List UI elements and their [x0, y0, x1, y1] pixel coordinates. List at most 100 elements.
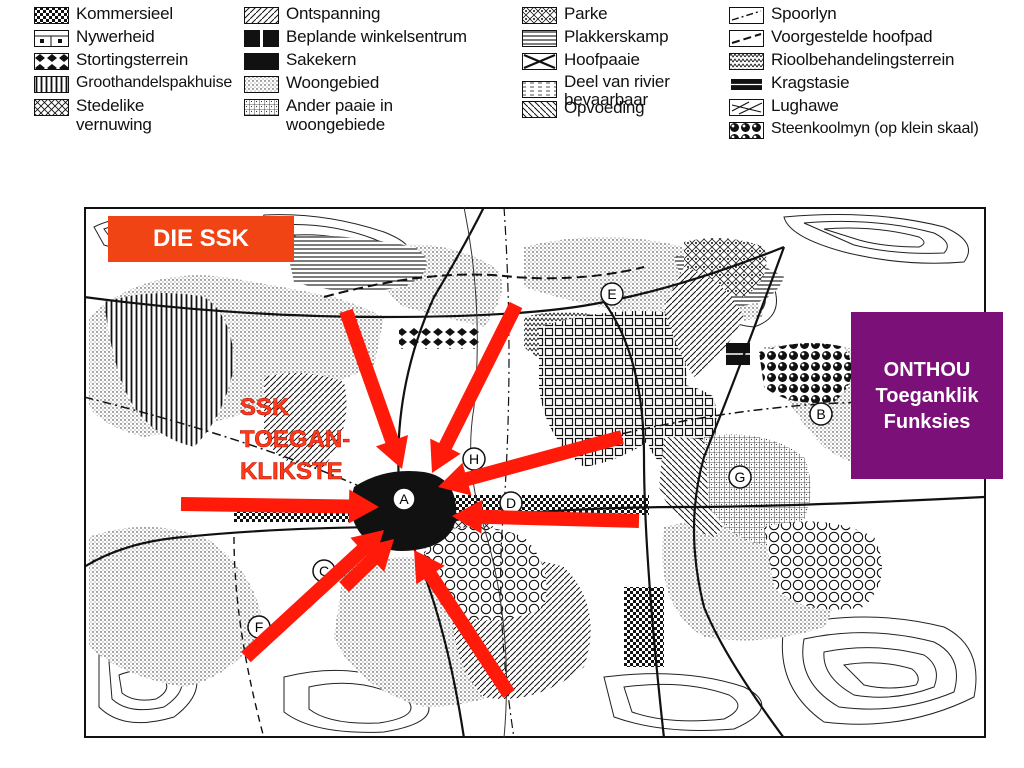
legend-label-line1: Stedelike	[76, 96, 145, 115]
airport-icon	[729, 99, 764, 116]
small-grid-icon	[244, 99, 279, 116]
legend-label: Nywerheid	[76, 27, 155, 46]
park-icon	[522, 7, 557, 24]
legend-item-hoofpaaie: Hoofpaaie	[522, 50, 670, 73]
commercial-strip-south	[624, 587, 664, 667]
svg-text:G: G	[735, 469, 746, 485]
legend-item-plakkerskamp: Plakkerskamp	[522, 27, 670, 50]
legend-label: Stortingsterrein	[76, 50, 189, 69]
legend-item-ontspanning: Ontspanning	[244, 4, 467, 27]
arrow-4	[452, 499, 640, 534]
power-station-icon	[731, 79, 762, 90]
legend-label: Groothandelspakhuise	[76, 74, 233, 91]
legend-item-parke: Parke	[522, 4, 670, 27]
arrow-7	[414, 550, 515, 698]
legend-item-rioolbehandelingsterrein: Rioolbehandelingsterrein	[729, 50, 979, 73]
proposed-road-icon	[729, 30, 764, 47]
map-legend: Kommersieel Nywerheid Stortingsterrein G…	[0, 0, 1024, 200]
svg-text:F: F	[255, 619, 264, 635]
map-markers: A B C D E F G H	[247, 282, 833, 639]
legend-label: Sakekern	[286, 50, 357, 69]
svg-text:D: D	[506, 495, 516, 511]
coal-mine-icon	[729, 122, 764, 139]
svg-text:A: A	[399, 491, 409, 507]
main-roads	[84, 207, 985, 738]
coal-mine	[759, 343, 852, 403]
checker-icon	[34, 7, 69, 24]
recreation-area	[264, 373, 347, 468]
legend-label: Hoofpaaie	[564, 50, 640, 69]
legend-item-sakekern: Sakekern	[244, 50, 467, 73]
railway-icon	[729, 7, 764, 24]
diamond-icon	[34, 53, 69, 70]
grid-box-icon	[34, 30, 69, 47]
arrow-3	[180, 489, 379, 524]
accessibility-arrows	[180, 301, 640, 698]
legend-column-2: Ontspanning Beplande winkelsentrum Sakek…	[244, 4, 467, 140]
marker-b: B	[809, 402, 833, 426]
legend-item-beplande-winkelsentrum: Beplande winkelsentrum	[244, 27, 467, 50]
legend-item-kommersieel: Kommersieel	[34, 4, 232, 27]
ssk-accessibility-label: SSK TOEGAN- KLIKSTE	[240, 392, 390, 488]
legend-item-voorgestelde-hoofpad: Voorgestelde hoofpad	[729, 27, 979, 50]
legend-item-woongebied: Woongebied	[244, 73, 467, 96]
cbd-core	[351, 471, 457, 551]
svg-text:H: H	[469, 451, 479, 467]
circle-area-east	[764, 521, 882, 610]
arrow-8	[339, 539, 394, 592]
remember-callout: ONTHOU Toeganklik Funksies	[851, 312, 1003, 479]
main-road-x-icon	[522, 53, 557, 70]
legend-label: Beplande winkelsentrum	[286, 27, 467, 46]
remember-line-2: Toeganklik	[875, 384, 979, 407]
ssk-label-line-1: SSK	[240, 394, 290, 422]
legend-label: Parke	[564, 4, 608, 23]
arrow-2	[430, 301, 523, 473]
legend-label: Opvoeding	[564, 98, 645, 117]
commercial-strip-east	[449, 495, 649, 515]
marker-h: H	[462, 447, 486, 471]
marker-g: G	[728, 465, 752, 489]
wholesale-warehouse-area	[104, 293, 234, 447]
proposed-road	[323, 266, 645, 298]
svg-text:E: E	[607, 286, 616, 302]
ssk-label-line-3: KLIKSTE	[240, 458, 343, 486]
legend-item-stortingsterrein: Stortingsterrein	[34, 50, 232, 73]
legend-label: Lughawe	[771, 96, 839, 115]
arrow-6	[241, 530, 384, 663]
legend-item-steenkoolmyn: Steenkoolmyn (op klein skaal)	[729, 119, 979, 142]
map-canvas: A B C D E F G H	[84, 207, 986, 738]
legend-label: Woongebied	[286, 73, 380, 92]
legend-label: Steenkoolmyn (op klein skaal)	[771, 120, 979, 137]
circle-area	[424, 527, 547, 621]
marker-e: E	[600, 282, 624, 306]
ssk-label-line-2: TOEGAN-	[240, 426, 351, 454]
legend-label: Rioolbehandelingsterrein	[771, 50, 955, 69]
svg-text:C: C	[319, 563, 329, 579]
recreation-area-east	[664, 267, 744, 377]
svg-text:B: B	[816, 406, 825, 422]
dots-icon	[244, 76, 279, 93]
remember-line-3: Funksies	[883, 410, 971, 433]
arrow-1	[339, 308, 408, 469]
legend-label: Spoorlyn	[771, 4, 837, 23]
legend-item-nywerheid: Nywerheid	[34, 27, 232, 50]
legend-label: Ontspanning	[286, 4, 381, 23]
education-hatch-icon	[522, 101, 557, 118]
residential-roads-area	[704, 434, 811, 547]
squatter-area-north	[284, 235, 427, 291]
land-use-map: A B C D E F G H	[84, 207, 986, 738]
legend-item-lughawe: Lughawe	[729, 96, 979, 119]
legend-label: Kommersieel	[76, 4, 173, 23]
legend-column-1: Kommersieel Nywerheid Stortingsterrein G…	[34, 4, 232, 140]
legend-column-4: Spoorlyn Voorgestelde hoofpad Rioolbehan…	[729, 4, 979, 142]
arrow-5	[438, 430, 624, 496]
vertical-lines-icon	[34, 76, 69, 93]
legend-item-groothandelspakhuise: Groothandelspakhuise	[34, 73, 232, 96]
legend-label: Plakkerskamp	[564, 27, 669, 46]
zigzag-icon	[729, 53, 764, 70]
solid-bars-icon	[244, 30, 279, 47]
